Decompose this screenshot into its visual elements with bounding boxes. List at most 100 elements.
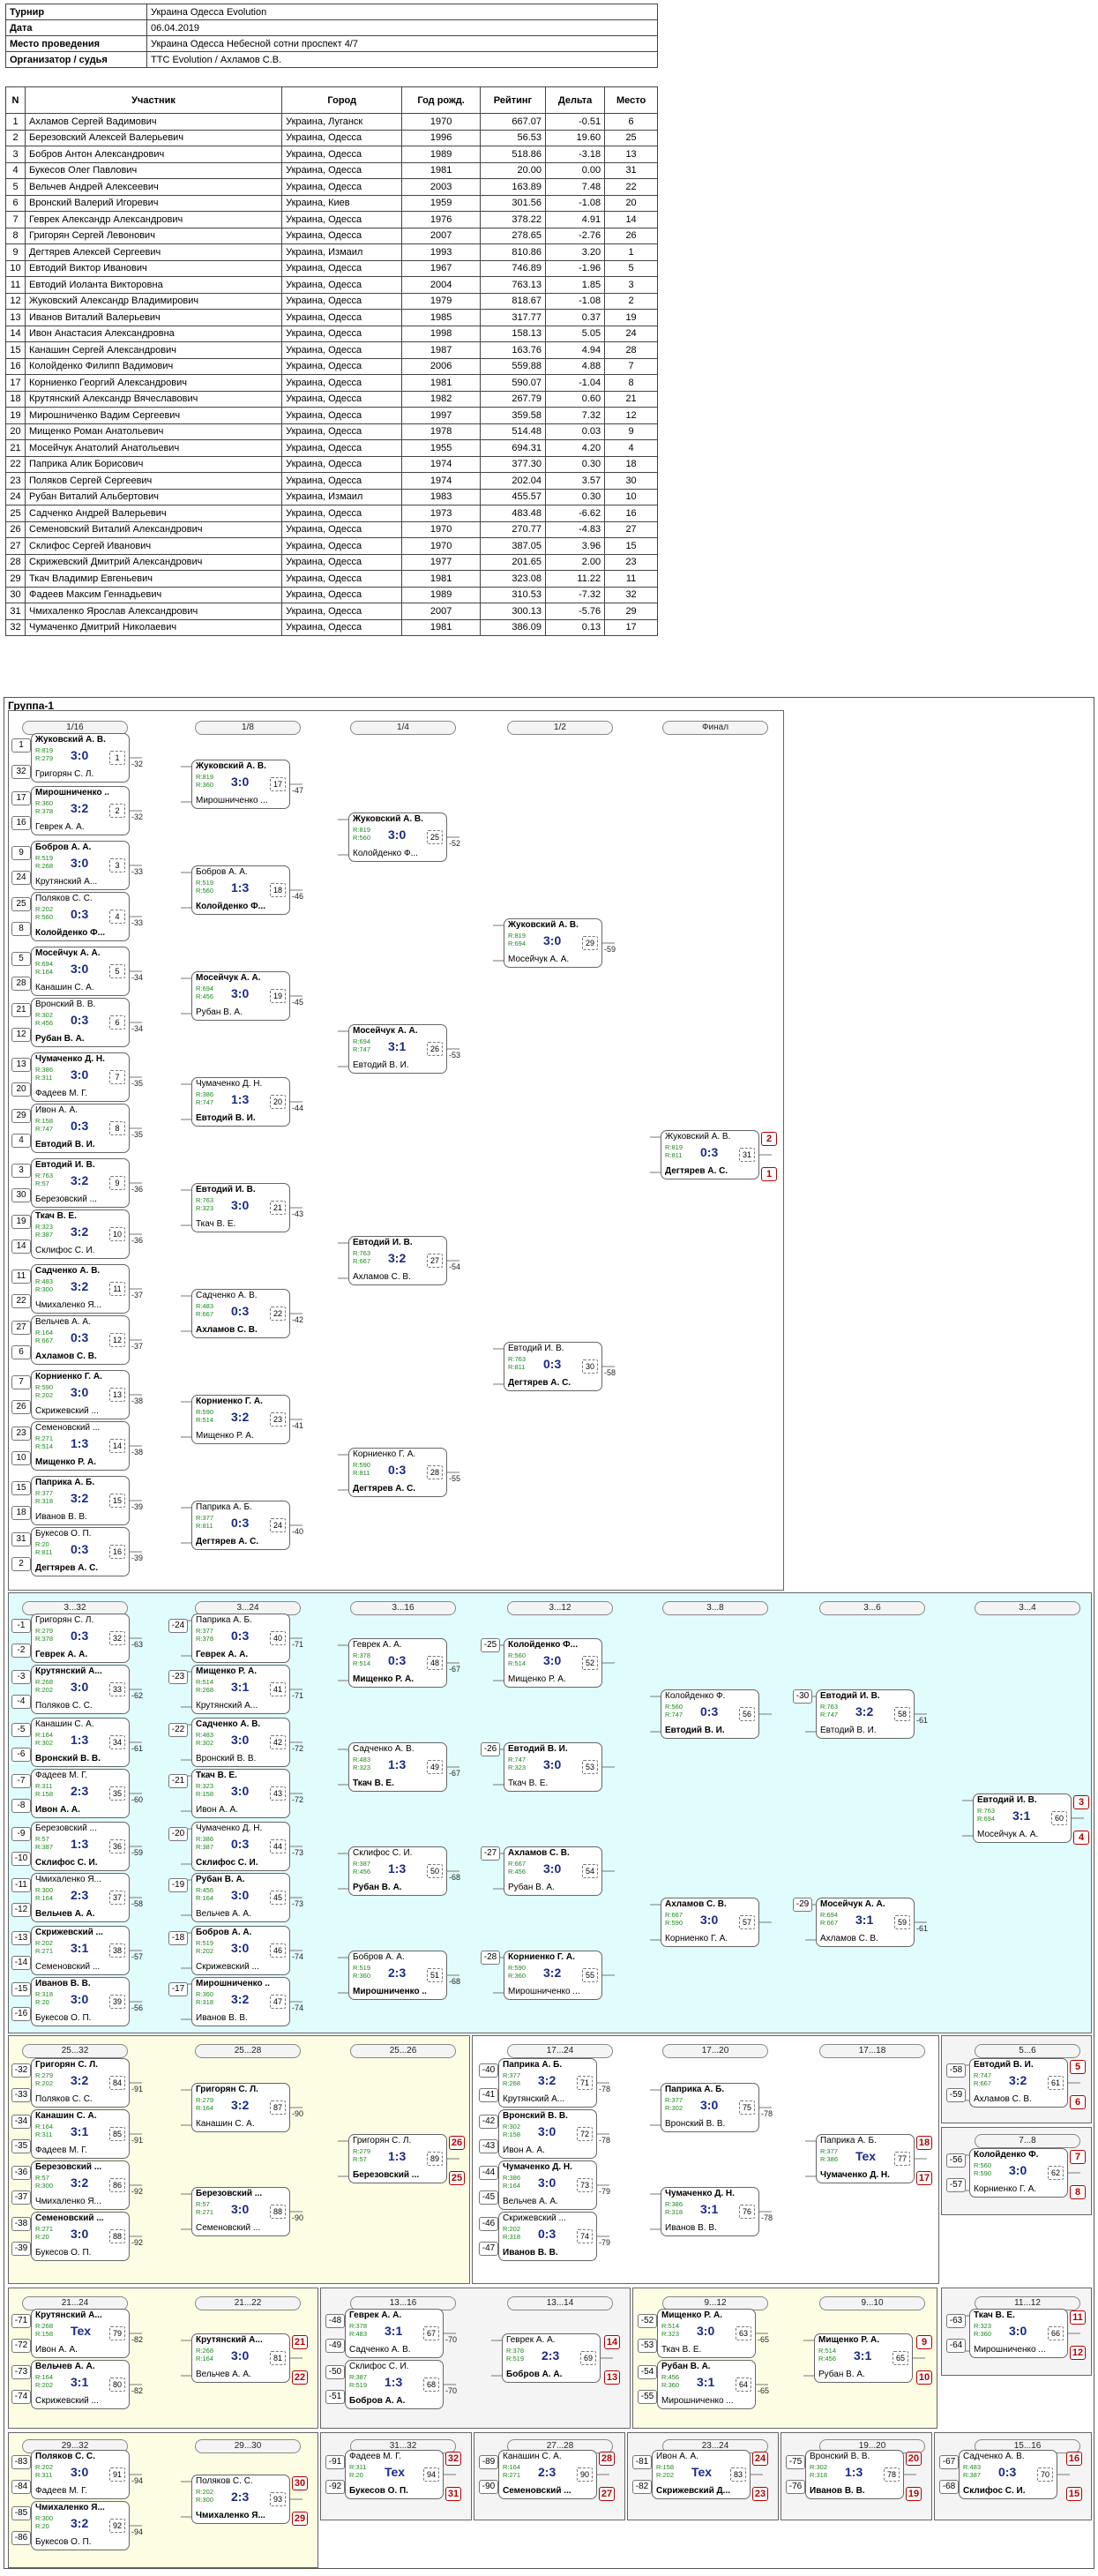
player-1[interactable]: Евтодий И. В. bbox=[820, 1691, 880, 1701]
player-1[interactable]: Крутянский А... bbox=[196, 2335, 263, 2345]
player-1[interactable]: Вронский В. В. bbox=[810, 2452, 870, 2461]
table-cell[interactable]: Дегтярев Алексей Сергеевич bbox=[24, 243, 283, 261]
player-1[interactable]: Крутянский А... bbox=[35, 1666, 102, 1676]
player-1[interactable]: Канашин С. А. bbox=[503, 2452, 562, 2461]
player-1[interactable]: Евтодий И. В. bbox=[196, 1185, 256, 1194]
player-1[interactable]: Поляков С. С. bbox=[35, 894, 93, 903]
player-1[interactable]: Ивон А. А. bbox=[35, 1105, 78, 1115]
table-cell[interactable]: Геврек Александр Александрович bbox=[24, 211, 283, 228]
player-2[interactable]: Канашин С. А. bbox=[196, 2119, 255, 2129]
player-2[interactable]: Вронский В. В. bbox=[665, 2119, 726, 2129]
column-header[interactable]: Место bbox=[604, 86, 658, 114]
player-1[interactable]: Чмихаленко Я... bbox=[35, 2503, 105, 2512]
player-1[interactable]: Садченко А. В. bbox=[963, 2452, 1025, 2461]
player-2[interactable]: Дегтярев А. С. bbox=[665, 1166, 728, 1176]
table-cell[interactable]: Рубан Виталий Альбертович bbox=[24, 488, 283, 505]
player-2[interactable]: Поляков С. С. bbox=[35, 2094, 93, 2104]
table-cell[interactable]: Вронский Валерий Игоревич bbox=[24, 194, 283, 212]
player-1[interactable]: Евтодий И. В. bbox=[508, 1344, 564, 1353]
player-1[interactable]: Колойденко Ф... bbox=[508, 1640, 579, 1650]
player-1[interactable]: Геврек А. А. bbox=[353, 1640, 402, 1650]
player-1[interactable]: Садченко А. В. bbox=[196, 1719, 261, 1729]
table-cell[interactable]: Букесов Олег Павлович bbox=[24, 161, 283, 179]
player-2[interactable]: Дегтярев А. С. bbox=[353, 1484, 416, 1494]
player-1[interactable]: Канашин С. А. bbox=[35, 2111, 97, 2121]
player-2[interactable]: Мирошниченко ... bbox=[196, 796, 268, 805]
player-1[interactable]: Мирошниченко ... bbox=[35, 788, 109, 798]
player-1[interactable]: Бобров А. А. bbox=[35, 842, 92, 852]
table-cell[interactable]: Фадеев Максим Геннадьевич bbox=[24, 586, 283, 603]
table-cell[interactable]: Ивон Анастасия Александровна bbox=[24, 325, 283, 342]
player-2[interactable]: Колойденко Ф... bbox=[35, 928, 106, 938]
player-1[interactable]: Мирошниченко ... bbox=[196, 1979, 270, 1988]
player-1[interactable]: Геврек А. А. bbox=[349, 2310, 402, 2320]
player-1[interactable]: Мосейчук А. А. bbox=[820, 1899, 885, 1909]
player-2[interactable]: Мищенко Р. А. bbox=[35, 1457, 97, 1467]
player-1[interactable]: Мосейчук А. А. bbox=[35, 948, 101, 958]
player-2[interactable]: Мирошниченко ... bbox=[974, 2345, 1046, 2355]
player-2[interactable]: Мирошниченко ... bbox=[508, 1987, 580, 1996]
player-1[interactable]: Евтодий И. В. bbox=[977, 1795, 1037, 1805]
column-header[interactable]: Дельта bbox=[544, 86, 606, 114]
player-2[interactable]: Ахламов С. В. bbox=[820, 1934, 878, 1943]
player-2[interactable]: Колойденко Ф... bbox=[353, 849, 418, 858]
player-2[interactable]: Мирошниченко ... bbox=[353, 1987, 427, 1996]
table-cell[interactable]: Евтодий Иоланта Викторовна bbox=[24, 276, 283, 294]
player-1[interactable]: Березовский ... bbox=[35, 2162, 102, 2172]
table-cell[interactable]: Паприка Алик Борисович bbox=[24, 455, 283, 473]
player-1[interactable]: Мищенко Р. А. bbox=[818, 2335, 880, 2345]
table-cell[interactable]: Колойденко Филипп Вадимович bbox=[24, 357, 283, 375]
player-2[interactable]: Букесов О. П. bbox=[35, 2537, 92, 2547]
player-2[interactable]: Мосейчук А. А. bbox=[508, 955, 570, 964]
player-2[interactable]: Ивон А. А. bbox=[503, 2145, 545, 2155]
table-cell[interactable]: Мищенко Роман Анатольевич bbox=[24, 423, 283, 440]
player-2[interactable]: Бобров А. А. bbox=[506, 2370, 563, 2379]
player-1[interactable]: Чмихаленко Я... bbox=[35, 1875, 101, 1884]
player-2[interactable]: Вронский В. В. bbox=[35, 1754, 101, 1764]
player-2[interactable]: Мищенко Р. А. bbox=[353, 1674, 415, 1684]
player-2[interactable]: Колойденко Ф... bbox=[196, 902, 266, 911]
player-2[interactable]: Мирошниченко ... bbox=[661, 2396, 734, 2406]
player-1[interactable]: Корниенко Г. А. bbox=[353, 1449, 416, 1459]
player-1[interactable]: Садченко А. В. bbox=[196, 1291, 258, 1300]
player-2[interactable]: Иванов В. В. bbox=[35, 1512, 87, 1522]
player-2[interactable]: Ткач В. Е. bbox=[661, 2345, 702, 2355]
player-1[interactable]: Рубан В. А. bbox=[196, 1875, 245, 1884]
player-1[interactable]: Евтодий В. И. bbox=[508, 1744, 568, 1754]
player-2[interactable]: Садченко А. В. bbox=[349, 2345, 411, 2355]
player-1[interactable]: Крутянский А... bbox=[35, 2310, 102, 2320]
player-1[interactable]: Ивон А. А. bbox=[656, 2452, 698, 2461]
